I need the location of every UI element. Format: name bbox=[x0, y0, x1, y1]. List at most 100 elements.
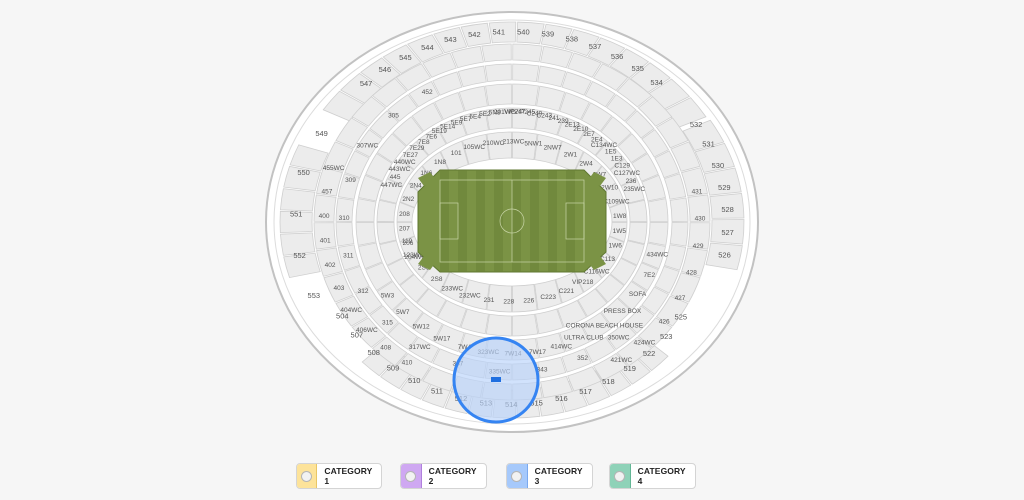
ring-200-seat-block[interactable] bbox=[392, 297, 424, 328]
ring-200-inner-seat-block[interactable] bbox=[399, 273, 429, 303]
ring-300-seat-block[interactable] bbox=[625, 110, 655, 139]
section-label[interactable]: ULTRA CLUB bbox=[564, 335, 604, 342]
ring-100-seat-block[interactable] bbox=[601, 235, 625, 262]
outer-right-seat-block[interactable] bbox=[710, 219, 745, 245]
section-label[interactable]: 2W4 bbox=[579, 161, 593, 168]
section-label[interactable]: 1W8 bbox=[613, 213, 627, 220]
section-label[interactable]: 7E27 bbox=[403, 152, 419, 159]
section-label[interactable]: 518 bbox=[602, 377, 615, 386]
ring-200-inner-seat-block[interactable] bbox=[460, 109, 489, 136]
ring-200-seat-block[interactable] bbox=[485, 83, 512, 107]
ring-100-seat-block[interactable] bbox=[399, 182, 423, 209]
ring-300-seat-block[interactable] bbox=[354, 286, 383, 315]
ring-400-seat-block[interactable] bbox=[655, 295, 689, 327]
ring-200-seat-block[interactable] bbox=[355, 198, 377, 222]
section-label[interactable]: 440WC bbox=[394, 159, 416, 166]
ring-400-seat-block[interactable] bbox=[323, 141, 354, 172]
ring-400-seat-block[interactable] bbox=[540, 375, 573, 399]
section-label[interactable]: 546 bbox=[379, 65, 392, 74]
ring-200-inner-seat-block[interactable] bbox=[595, 273, 625, 303]
legend-category-1[interactable]: CATEGORY 1 bbox=[296, 463, 382, 489]
section-label[interactable]: 539 bbox=[542, 30, 555, 39]
section-label[interactable]: 414WC bbox=[550, 343, 572, 350]
ring-100-seat-block[interactable] bbox=[511, 131, 538, 161]
section-label[interactable]: 553 bbox=[308, 291, 321, 300]
section-label[interactable]: 403 bbox=[333, 285, 344, 292]
ring-100-seat-block[interactable] bbox=[609, 201, 628, 223]
section-label[interactable]: 1E3 bbox=[611, 156, 623, 163]
section-label[interactable]: 201WC bbox=[494, 109, 516, 116]
section-label[interactable]: 7E2 bbox=[644, 272, 656, 279]
section-label[interactable]: 232WC bbox=[459, 292, 481, 299]
ring-400-seat-block[interactable] bbox=[540, 45, 573, 69]
section-label[interactable]: 540 bbox=[517, 27, 530, 36]
outer-top-seat-block[interactable] bbox=[587, 37, 626, 67]
section-label[interactable]: PRESS BOX bbox=[604, 308, 642, 315]
section-label[interactable]: 535 bbox=[631, 64, 644, 73]
section-label[interactable]: VIP245 bbox=[514, 109, 536, 116]
section-label[interactable]: 317WC bbox=[409, 344, 431, 351]
ring-200-seat-block[interactable] bbox=[358, 242, 383, 270]
ring-200-inner-seat-block[interactable] bbox=[535, 109, 564, 136]
outer-top-seat-block[interactable] bbox=[488, 21, 517, 44]
ring-200-inner-seat-block[interactable] bbox=[557, 116, 588, 145]
ring-200-inner-seat-block[interactable] bbox=[577, 126, 608, 156]
section-label[interactable]: 529 bbox=[718, 183, 731, 192]
ring-200-inner-seat-block[interactable] bbox=[512, 107, 539, 131]
outer-top-seat-block[interactable] bbox=[629, 62, 671, 93]
ring-300-seat-block[interactable] bbox=[625, 305, 655, 334]
section-label[interactable]: 233WC bbox=[441, 285, 463, 292]
ring-200-seat-block[interactable] bbox=[617, 280, 648, 311]
section-label[interactable]: 123WC bbox=[403, 252, 425, 259]
section-label[interactable]: 210WC bbox=[483, 140, 505, 147]
section-label[interactable]: 507 bbox=[351, 331, 364, 340]
outer-left-seat-block[interactable] bbox=[283, 165, 321, 192]
section-label[interactable]: 549 bbox=[315, 129, 328, 138]
section-label[interactable]: 311 bbox=[343, 253, 354, 260]
section-label[interactable]: 5W3 bbox=[381, 292, 395, 299]
section-label[interactable]: 204WC bbox=[404, 254, 426, 261]
ring-400-seat-block[interactable] bbox=[687, 194, 711, 222]
ring-400-seat-block[interactable] bbox=[567, 366, 602, 392]
outer-top-seat-block[interactable] bbox=[460, 22, 492, 48]
ring-400-seat-block[interactable] bbox=[680, 247, 708, 277]
outer-right-seat-block[interactable] bbox=[694, 142, 736, 173]
section-label[interactable]: 2NW7 bbox=[544, 145, 562, 152]
ring-200-seat-block[interactable] bbox=[434, 92, 465, 121]
section-label[interactable]: 401 bbox=[320, 238, 331, 245]
section-label[interactable]: 525 bbox=[675, 313, 688, 322]
ring-300-seat-block[interactable] bbox=[369, 305, 399, 334]
ring-300-seat-block[interactable] bbox=[457, 65, 487, 88]
section-label[interactable]: 434WC bbox=[646, 251, 668, 258]
ring-200-inner-seat-block[interactable] bbox=[416, 288, 447, 318]
legend-category-4[interactable]: CATEGORY 4 bbox=[609, 463, 696, 489]
ring-200-seat-block[interactable] bbox=[580, 312, 613, 342]
ring-200-inner-seat-block[interactable] bbox=[379, 178, 404, 204]
outer-right-seat-block[interactable] bbox=[682, 119, 725, 152]
ring-300-seat-block[interactable] bbox=[408, 336, 440, 364]
outer-top-seat-block[interactable] bbox=[433, 26, 468, 54]
section-label[interactable]: 5E19 bbox=[432, 128, 448, 135]
ring-100-seat-block[interactable] bbox=[534, 133, 562, 165]
ring-400-seat-block[interactable] bbox=[680, 167, 708, 197]
ring-300-seat-block[interactable] bbox=[641, 129, 670, 158]
ring-400-seat-block[interactable] bbox=[351, 96, 387, 127]
outer-left-seat-block[interactable] bbox=[280, 232, 316, 256]
ring-300-seat-block[interactable] bbox=[387, 322, 419, 350]
section-label[interactable]: 552 bbox=[293, 251, 306, 260]
section-label[interactable]: 410 bbox=[402, 360, 413, 367]
ring-300-seat-block[interactable] bbox=[335, 222, 355, 247]
section-label[interactable]: 228 bbox=[503, 299, 514, 306]
outer-left-seat-block[interactable] bbox=[289, 144, 329, 172]
ring-200-seat-block[interactable] bbox=[536, 332, 566, 359]
section-label[interactable]: 527 bbox=[721, 228, 734, 237]
ring-400-seat-block[interactable] bbox=[592, 352, 629, 381]
ring-400-seat-block[interactable] bbox=[592, 63, 629, 92]
ring-300-seat-block[interactable] bbox=[369, 110, 399, 139]
section-label[interactable]: SOFA bbox=[629, 291, 647, 298]
ring-300-seat-block[interactable] bbox=[512, 63, 540, 83]
section-label[interactable]: 5W12 bbox=[413, 324, 430, 331]
section-label[interactable]: 551 bbox=[290, 209, 303, 218]
ring-400-seat-block[interactable] bbox=[323, 272, 354, 303]
section-label[interactable]: 2W10 bbox=[601, 184, 618, 191]
